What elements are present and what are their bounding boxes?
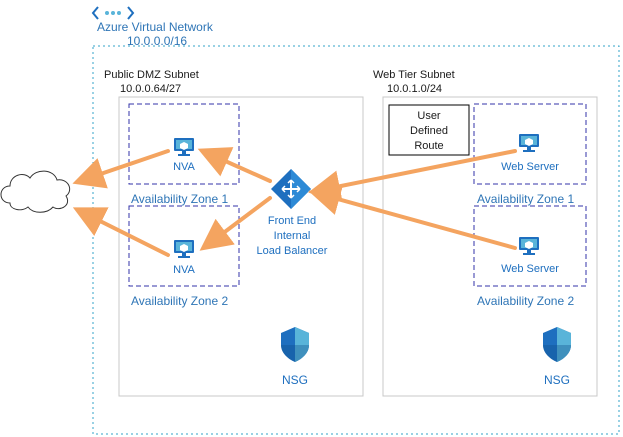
vnet-boundary — [92, 45, 620, 435]
traffic-arrows — [72, 147, 517, 257]
web-server-1-icon — [519, 134, 539, 152]
lb-label-line-2: Internal — [274, 230, 311, 242]
internet-cloud-icon — [0, 170, 71, 213]
dmz-subnet-title: Public DMZ Subnet — [104, 69, 199, 81]
load-balancer-icon — [271, 169, 311, 209]
arrow-lb-to-nva2 — [199, 196, 272, 251]
web-server-1-label: Web Server — [501, 161, 559, 173]
web-subnet-title: Web Tier Subnet — [373, 69, 455, 81]
web-server-2-icon — [519, 237, 539, 255]
dmz-subnet-cidr: 10.0.0.64/27 — [120, 83, 181, 95]
web-subnet-box — [382, 96, 598, 397]
dmz-zone-1-box — [128, 103, 240, 185]
nva-2-icon — [174, 240, 194, 258]
arrow-nva1-to-internet — [72, 149, 170, 189]
arrow-web1-to-lb — [308, 149, 517, 202]
dmz-nsg-shield-icon — [281, 327, 309, 362]
virtual-network-icon — [91, 6, 135, 20]
web-zone-2-box — [473, 205, 587, 287]
udr-line-1: User — [417, 110, 441, 122]
vnet-cidr: 10.0.0.0/16 — [127, 34, 187, 48]
dmz-nsg-label: NSG — [282, 373, 308, 387]
web-nsg-shield-icon — [543, 327, 571, 362]
udr-box — [388, 104, 470, 156]
nva-1-label: NVA — [173, 161, 195, 173]
web-zone-2-label: Availability Zone 2 — [477, 294, 574, 308]
lb-label-line-3: Load Balancer — [257, 245, 328, 257]
dmz-zone-2-box — [128, 205, 240, 287]
dmz-zone-2-label: Availability Zone 2 — [131, 294, 228, 308]
udr-line-2: Defined — [410, 125, 448, 137]
web-zone-1-box — [473, 103, 587, 185]
nva-2-label: NVA — [173, 264, 195, 276]
udr-line-3: Route — [414, 140, 443, 152]
vnet-title: Azure Virtual Network — [97, 20, 214, 34]
dmz-zone-1-label: Availability Zone 1 — [131, 192, 228, 206]
arrow-lb-to-nva1 — [197, 147, 272, 183]
arrow-web2-to-lb — [308, 183, 517, 250]
dmz-subnet-box — [118, 96, 364, 397]
web-subnet-cidr: 10.0.1.0/24 — [387, 83, 442, 95]
web-server-2-label: Web Server — [501, 263, 559, 275]
arrow-nva2-to-internet — [72, 207, 170, 257]
web-zone-1-label: Availability Zone 1 — [477, 192, 574, 206]
web-nsg-label: NSG — [544, 373, 570, 387]
nva-1-icon — [174, 138, 194, 156]
lb-label-line-1: Front End — [268, 215, 316, 227]
